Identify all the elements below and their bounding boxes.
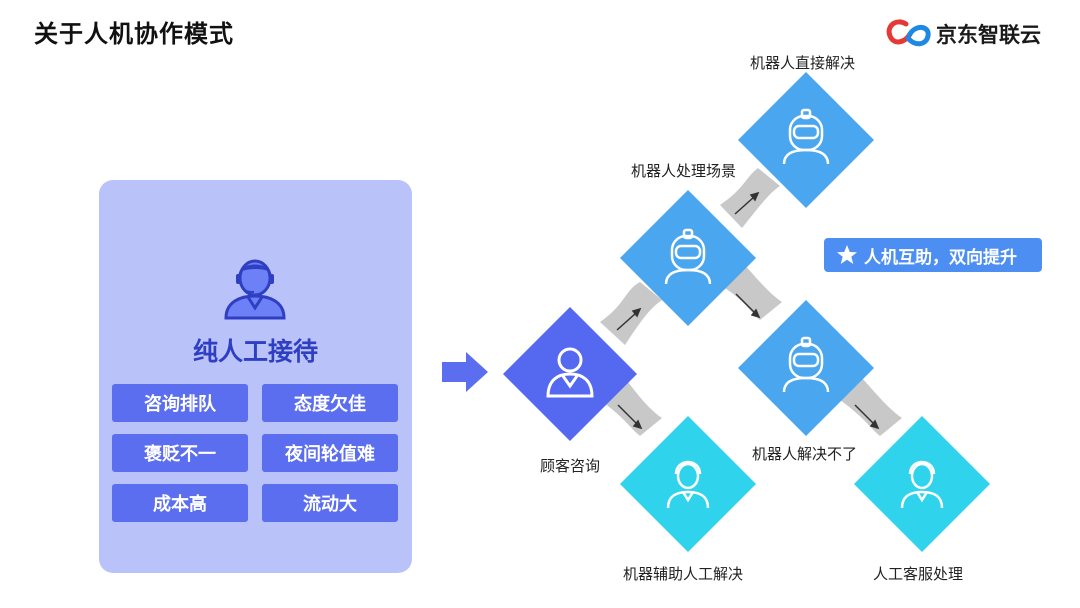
robot-direct-node bbox=[738, 72, 874, 208]
star-icon bbox=[837, 245, 857, 264]
tag-mixed-reviews: 褒贬不一 bbox=[112, 434, 248, 472]
customer-node bbox=[503, 307, 637, 441]
agent-headset-icon bbox=[224, 259, 286, 320]
agent-icon bbox=[666, 460, 710, 509]
page-title: 关于人机协作模式 bbox=[34, 20, 234, 48]
connector-unresolved-human bbox=[840, 378, 902, 436]
label-machine-assist: 机器辅助人工解决 bbox=[623, 565, 744, 583]
tag-high-cost: 成本高 bbox=[112, 484, 248, 522]
robot-icon bbox=[664, 228, 712, 285]
label-robot-scene: 机器人处理场景 bbox=[631, 162, 737, 180]
label-customer: 顾客咨询 bbox=[540, 457, 601, 475]
logo-text: 京东智联云 bbox=[936, 23, 1041, 47]
label-robot-unresolved: 机器人解决不了 bbox=[752, 445, 858, 463]
tag-attitude: 态度欠佳 bbox=[262, 384, 398, 422]
robot-icon bbox=[782, 336, 830, 393]
logo-icon bbox=[886, 19, 931, 47]
label-robot-direct: 机器人直接解决 bbox=[750, 54, 856, 72]
logo: 京东智联云 bbox=[884, 16, 1054, 50]
robot-scene-node bbox=[620, 190, 756, 326]
connectors bbox=[600, 168, 902, 436]
tag-queue: 咨询排队 bbox=[112, 384, 248, 422]
tag-turnover: 流动大 bbox=[262, 484, 398, 522]
direction-arrows bbox=[616, 191, 880, 430]
panel-title: 纯人工接待 bbox=[192, 337, 318, 366]
mutual-assist-badge: 人机互助，双向提升 bbox=[824, 238, 1042, 272]
tag-night-shift: 夜间轮值难 bbox=[262, 434, 398, 472]
agent-icon bbox=[900, 460, 944, 509]
flow-arrow-icon bbox=[442, 352, 488, 392]
robot-icon bbox=[782, 108, 830, 165]
label-human-service: 人工客服处理 bbox=[873, 565, 964, 583]
connector-customer-robot bbox=[600, 282, 662, 345]
badge-text: 人机互助，双向提升 bbox=[864, 247, 1017, 268]
robot-unresolved-node bbox=[738, 300, 874, 436]
customer-icon bbox=[546, 347, 594, 398]
machine-assist-node bbox=[620, 416, 756, 552]
human-service-node bbox=[854, 416, 990, 552]
